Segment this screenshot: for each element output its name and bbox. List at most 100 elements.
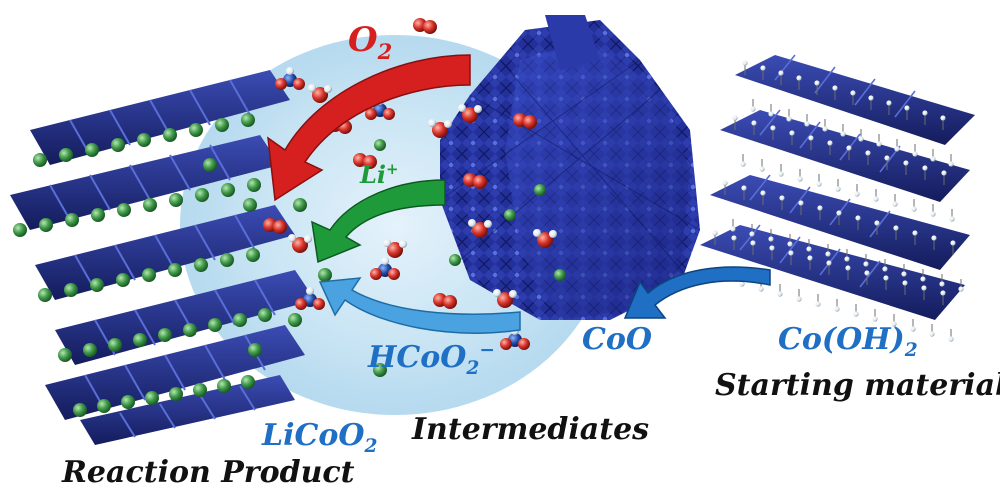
intermediates-label: Intermediates: [412, 412, 650, 447]
hydroxyl-hydrogen: [760, 65, 766, 71]
lithium-atom: [143, 198, 157, 212]
hydroxyl-hydrogen: [922, 110, 928, 116]
hydroxyl-hydrogen: [740, 161, 746, 167]
lithium-atom: [83, 343, 97, 357]
coohh-sheet: [700, 224, 965, 320]
hydroxyl-hydrogen: [758, 286, 764, 292]
coohh-sheets: [700, 54, 975, 320]
hydroxyl-hydrogen: [911, 206, 917, 212]
lithium-atom: [85, 143, 99, 157]
oxygen-atom: [365, 108, 377, 120]
hydroxyl-hydrogen: [789, 130, 795, 136]
hydrogen-atom: [286, 67, 294, 75]
lithium-atom: [133, 333, 147, 347]
hydroxyl-hydrogen: [873, 196, 879, 202]
lithium-atom: [534, 184, 546, 196]
oxygen-atom: [293, 78, 305, 90]
hydroxyl-hydrogen: [825, 251, 831, 257]
lithium-atom: [241, 375, 255, 389]
hydrogen-atom: [428, 119, 436, 127]
hydroxyl-hydrogen: [730, 226, 736, 232]
hydroxyl-hydrogen: [854, 191, 860, 197]
hydroxyl-hydrogen: [884, 155, 890, 161]
lithium-atom: [195, 188, 209, 202]
hydroxyl-hydrogen: [768, 236, 774, 242]
lithium-atom: [137, 133, 151, 147]
hydroxyl-hydrogen: [903, 160, 909, 166]
lithium-atom: [293, 198, 307, 212]
lithium-atom: [33, 153, 47, 167]
reaction-product-label: Reaction Product: [62, 455, 355, 490]
lithium-atom: [163, 128, 177, 142]
hydroxyl-hydrogen: [950, 240, 956, 246]
lithium-atom: [65, 213, 79, 227]
hydroxyl-hydrogen: [931, 235, 937, 241]
hydroxyl-hydrogen: [853, 311, 859, 317]
coohh-sheet: [710, 174, 970, 270]
hydroxyl-hydrogen: [749, 231, 755, 237]
hydroxyl-hydrogen: [865, 150, 871, 156]
lithium-atom: [117, 203, 131, 217]
hydrogen-atom: [444, 120, 452, 128]
hydrogen-atom: [549, 230, 557, 238]
o2-arrow: [267, 54, 471, 202]
hydroxyl-hydrogen: [832, 85, 838, 91]
oxygen-atom: [472, 222, 488, 238]
oxygen-atom: [383, 108, 395, 120]
starting-material-label: Starting material: [715, 368, 1000, 403]
hydroxyl-hydrogen: [787, 241, 793, 247]
hydroxyl-hydrogen: [922, 165, 928, 171]
oxygen-atom: [387, 242, 403, 258]
coohh-label: Co(OH)2: [778, 322, 918, 361]
hydroxyl-hydrogen: [822, 126, 828, 132]
hydroxyl-hydrogen: [788, 250, 794, 256]
lithium-atom: [246, 248, 260, 262]
hydroxyl-hydrogen: [893, 225, 899, 231]
lithium-atom: [221, 183, 235, 197]
lithium-atom: [59, 148, 73, 162]
licoo2-sheet: [30, 70, 290, 165]
oxygen-atom: [443, 295, 457, 309]
coo-crystal-front: [505, 40, 690, 320]
hydrogen-atom: [383, 239, 391, 247]
hydroxyl-hydrogen: [850, 90, 856, 96]
hydroxyl-hydrogen: [864, 270, 870, 276]
oxygen-atom: [273, 220, 287, 234]
oxygen-atom: [523, 115, 537, 129]
hcoo2-arrow: [318, 277, 521, 334]
coohh-sheet: [720, 109, 970, 202]
lithium-atom: [64, 283, 78, 297]
lithium-atom: [554, 269, 566, 281]
lithium-atom: [58, 348, 72, 362]
licoo2-sheet: [35, 205, 295, 300]
lithium-atom: [449, 254, 461, 266]
hydroxyl-hydrogen: [768, 111, 774, 117]
lithium-atom: [97, 399, 111, 413]
hydrogen-atom: [288, 234, 296, 242]
lithium-atom: [247, 178, 261, 192]
oxygen-atom: [275, 78, 287, 90]
lithium-atom: [217, 379, 231, 393]
hydroxyl-hydrogen: [941, 170, 947, 176]
hydroxyl-hydrogen: [863, 261, 869, 267]
oxygen-atom: [518, 338, 530, 350]
hydroxyl-hydrogen: [840, 131, 846, 137]
oxygen-atom: [388, 268, 400, 280]
hydroxyl-hydrogen: [817, 205, 823, 211]
oxygen-atom: [312, 87, 328, 103]
hydroxyl-hydrogen: [844, 256, 850, 262]
hydrogen-atom: [484, 220, 492, 228]
lithium-atom: [38, 288, 52, 302]
hydroxyl-hydrogen: [742, 60, 748, 66]
hydroxyl-hydrogen: [846, 145, 852, 151]
hydroxyl-hydrogen: [882, 266, 888, 272]
lithium-atom: [318, 268, 332, 282]
hydroxyl-hydrogen: [930, 156, 936, 162]
hydroxyl-hydrogen: [741, 185, 747, 191]
hydrogen-atom: [468, 219, 476, 227]
lithium-atom: [193, 383, 207, 397]
hydroxyl-hydrogen: [778, 171, 784, 177]
hydroxyl-hydrogen: [872, 316, 878, 322]
hydroxyl-hydrogen: [804, 121, 810, 127]
